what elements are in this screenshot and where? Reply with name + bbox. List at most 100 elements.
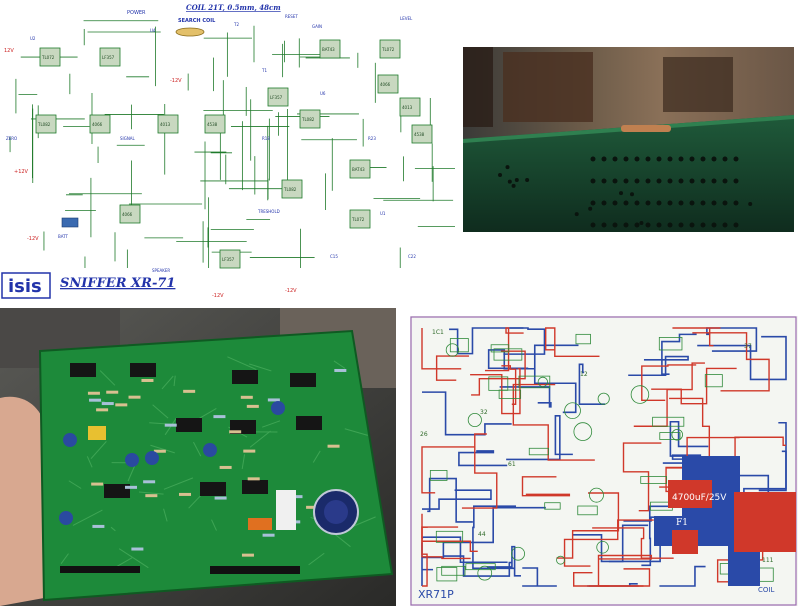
schematic-ic-15 <box>349 209 371 229</box>
supply-12-label: 12V <box>4 48 14 54</box>
schematic-component-label: U6 <box>320 91 326 96</box>
pcb-board <box>38 329 394 602</box>
supply-minus12-label: -12V <box>27 236 39 242</box>
schematic-ic-2 <box>99 47 121 67</box>
schematic-component-label: T1 <box>261 68 267 73</box>
schematic-ic-label: LF357 <box>222 257 235 262</box>
isis-logo: isis <box>1 272 51 299</box>
capacitor-icon <box>63 433 77 447</box>
schematic-ic-label: LF357 <box>102 55 115 60</box>
schematic-ic-label: 4013 <box>402 105 413 110</box>
search-coil-label: SEARCH COIL <box>178 18 216 24</box>
schematic-ic-16 <box>219 249 241 269</box>
schematic-ic-label: TL072 <box>351 217 365 222</box>
schematic-component-label: SPEAKER <box>152 268 170 273</box>
schematic-ic-label: 4066 <box>92 122 103 127</box>
pcb-components <box>59 363 347 557</box>
trimmer-icon <box>88 426 106 440</box>
schematic-component-label: C22 <box>408 254 416 259</box>
resistor-icon <box>213 415 226 419</box>
schematic-component-label: LEVEL <box>400 16 413 21</box>
schematic-ic-11 <box>377 74 399 94</box>
resistor-icon <box>87 391 100 395</box>
schematic-component-label: U1 <box>380 211 386 216</box>
pcb-holes <box>498 156 753 228</box>
fuse-icon <box>248 518 272 530</box>
resistor-icon <box>92 524 105 528</box>
pcb-pad-number: 26 <box>420 431 428 438</box>
schematic-ic-9 <box>267 87 289 107</box>
schematic-component-label: ZERO <box>6 136 17 141</box>
resistor-icon <box>247 477 260 481</box>
resistor-icon <box>267 398 280 402</box>
relay-icon <box>276 490 296 530</box>
resistor-icon <box>306 505 319 509</box>
pin-header-2 <box>60 566 140 573</box>
pcb-layout-drawing: 4700uF/25V F1 XR71P COIL 1C1263711132441… <box>410 316 798 606</box>
ic-chip-icon <box>70 363 96 377</box>
schematic-title: SNIFFER XR-71 <box>60 276 175 291</box>
resistor-icon <box>290 495 303 499</box>
pcb-pad-number: 32 <box>480 409 488 416</box>
resistor-icon <box>240 395 253 399</box>
resistor-icon <box>141 378 154 382</box>
copper-wire-icon <box>621 125 671 132</box>
pcb-pad-number: 37 <box>744 343 752 350</box>
resistor-icon <box>101 402 114 406</box>
ic-chip-icon <box>176 418 202 432</box>
schematic-ic-label: BAT43 <box>322 47 335 52</box>
resistor-icon <box>145 494 158 498</box>
schematic-ic-1 <box>39 47 61 67</box>
schematic-ic-label: TL072 <box>381 47 395 52</box>
supply-minus12-label-3: -12V <box>212 293 224 299</box>
resistor-icon <box>91 482 104 486</box>
capacitor-value-label: 4700uF/25V <box>672 493 727 503</box>
schematic-ic-6 <box>204 114 226 134</box>
schematic-component-label: R23 <box>368 136 376 141</box>
search-coil-icon <box>175 27 205 37</box>
supply-minus12-label-2: -12V <box>170 78 182 84</box>
resistor-icon <box>246 404 259 408</box>
isis-logo-text: isis <box>8 276 42 297</box>
resistor-icon <box>124 485 137 489</box>
pcb-power-pad <box>668 480 712 508</box>
schematic-ic-label: TL072 <box>41 55 55 60</box>
schematic-component-label: GAIN <box>312 24 322 29</box>
pcb-pad-number: 61 <box>508 461 516 468</box>
schematic-component-label: RESET <box>285 14 298 19</box>
resistor-icon <box>243 449 256 453</box>
resistor-icon <box>334 368 347 372</box>
ic-chip-icon <box>242 480 268 494</box>
schematic-ic-5 <box>157 114 179 134</box>
resistor-icon <box>214 496 227 500</box>
capacitor-icon <box>145 451 159 465</box>
schematic-ic-label: 4538 <box>207 122 218 127</box>
schematic-component-label: TRESHOLD <box>257 209 280 214</box>
ic-chip-icon <box>104 484 130 498</box>
schematic-ic-8 <box>379 39 401 59</box>
ic-chip-icon <box>130 363 156 377</box>
schematic-ic-label: LF357 <box>270 95 283 100</box>
ic-chip-icon <box>296 416 322 430</box>
pcb-closeup-photo <box>463 47 794 232</box>
schematic-ic-label: 4066 <box>122 212 133 217</box>
resistor-icon <box>153 449 166 453</box>
battery-icon <box>61 217 79 228</box>
coil-note: COIL 21T, 0.5mm, 48cm <box>186 3 281 12</box>
resistor-icon <box>262 533 275 537</box>
schematic-ic-3 <box>35 114 57 134</box>
pcb-pad-number: 12 <box>580 371 588 378</box>
schematic-ic-12 <box>399 97 421 117</box>
schematic-ic-4 <box>89 114 111 134</box>
resistor-icon <box>183 389 196 393</box>
capacitor-icon <box>271 401 285 415</box>
schematic-chips <box>35 39 433 269</box>
resistor-icon <box>241 553 254 557</box>
capacitor-icon <box>125 453 139 467</box>
resistor-icon <box>143 480 156 484</box>
schematic-ic-label: 4066 <box>380 82 391 87</box>
